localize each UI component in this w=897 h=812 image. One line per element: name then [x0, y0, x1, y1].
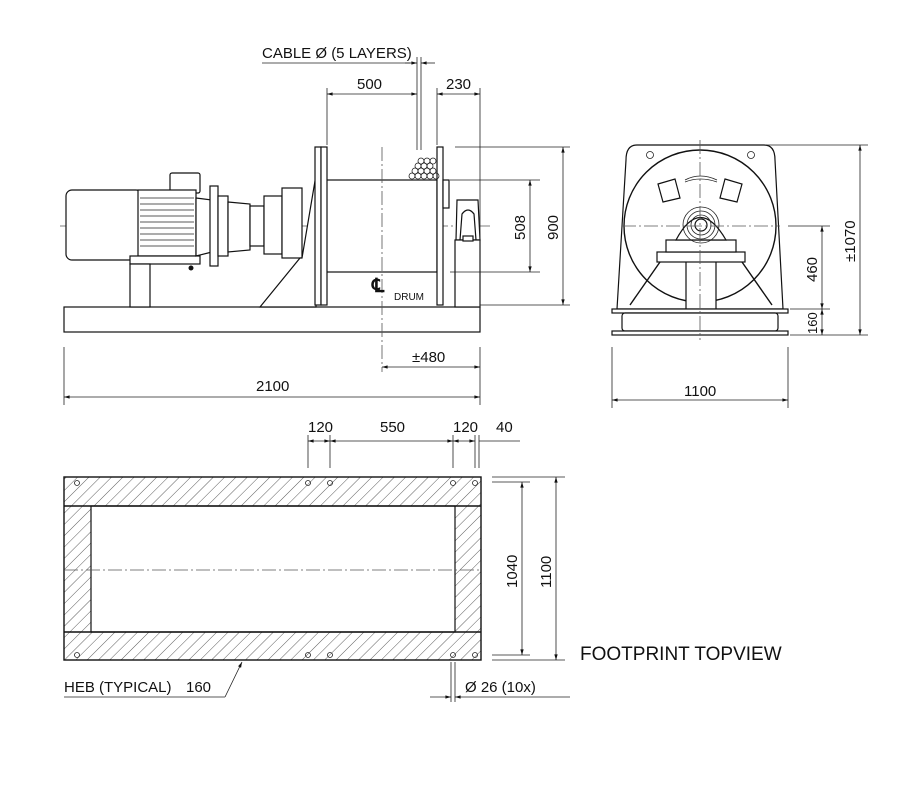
dim-230: 230 [446, 76, 471, 93]
bolt-holes [74, 480, 478, 658]
dim-160: 160 [805, 312, 820, 334]
base-frame [63, 306, 481, 333]
dim-480: ±480 [412, 349, 445, 366]
dim-900: 900 [545, 215, 562, 240]
dim-550: 550 [380, 419, 405, 436]
dim-508: 508 [512, 215, 529, 240]
drum [314, 146, 450, 306]
dim-120-b: 120 [453, 419, 478, 436]
centerline-label: DRUM [394, 292, 424, 303]
dim-1100-footprint: 1100 [538, 556, 555, 588]
footprint-view: 120 550 120 40 1040 1100 Ø 26 (10x) HEB … [63, 419, 782, 702]
dim-460: 460 [804, 257, 821, 282]
side-view: ℄ DRUM CABLE Ø (5 LAYERS) 500 230 508 90… [60, 45, 570, 405]
footprint-dimensions: 120 550 120 40 1040 1100 Ø 26 (10x) HEB … [64, 419, 570, 702]
footprint-title: FOOTPRINT TOPVIEW [580, 644, 782, 665]
cable-layers [408, 157, 440, 180]
dim-40: 40 [496, 419, 513, 436]
beam-size: 160 [186, 679, 211, 696]
bearing-block [454, 199, 481, 308]
front-dimensions: ±1070 460 160 1100 [611, 144, 868, 408]
side-dimensions: CABLE Ø (5 LAYERS) 500 230 508 900 ±480 … [63, 45, 570, 405]
motor [65, 172, 303, 308]
dim-1100-front: 1100 [684, 383, 716, 400]
gear-support [258, 174, 317, 308]
hole-label: Ø 26 (10x) [465, 679, 536, 696]
cable-label: CABLE Ø (5 LAYERS) [262, 45, 412, 62]
dim-2100: 2100 [256, 378, 289, 395]
dim-120-a: 120 [308, 419, 333, 436]
centerline-symbol: ℄ [371, 276, 385, 297]
beam-label: HEB (TYPICAL) [64, 679, 172, 696]
front-view: ±1070 460 160 1100 [611, 140, 868, 408]
dim-500: 500 [357, 76, 382, 93]
dim-1070: ±1070 [842, 220, 859, 262]
dim-1040: 1040 [504, 555, 521, 588]
